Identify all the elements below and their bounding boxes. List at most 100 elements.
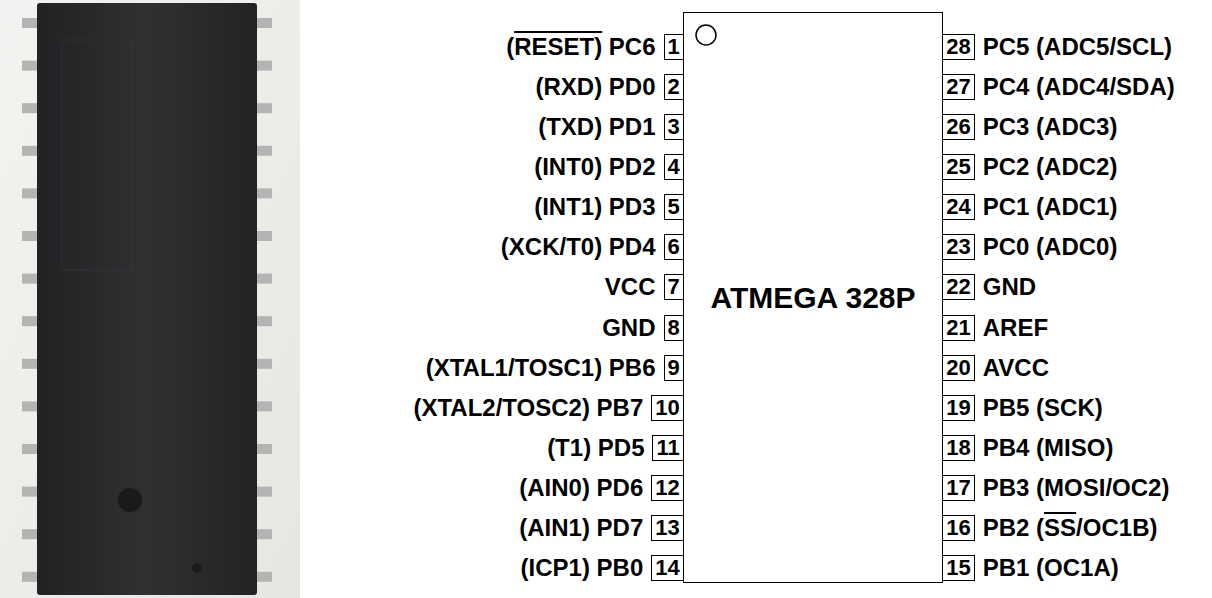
pin-number-box: 12: [651, 475, 683, 501]
pin-number-box: 8: [664, 315, 684, 341]
pin-number-box: 21: [942, 315, 974, 341]
label-part: (: [506, 33, 514, 60]
pin-number-box: 28: [942, 34, 974, 60]
pin-number-box: 22: [942, 274, 974, 300]
chip-pin: [22, 231, 39, 241]
pin-label: VCC: [605, 273, 656, 301]
pin-number-box: 20: [942, 355, 974, 381]
pin-number-box: 1: [664, 34, 684, 60]
pin-label: PC4 (ADC4/SDA): [983, 73, 1175, 101]
pin-label: (AIN1) PD7: [519, 514, 643, 542]
node-text: 4: [668, 155, 680, 179]
pin-number-box: 5: [664, 194, 684, 220]
package-dimple: [192, 563, 202, 573]
node-text: 20: [946, 356, 970, 380]
pin-number-box: 26: [942, 114, 974, 140]
node-text: 18: [946, 436, 970, 460]
chip-pin: [22, 146, 39, 156]
pin-number-box: 3: [664, 114, 684, 140]
node-text: 15: [946, 556, 970, 580]
pin-label: PC1 (ADC1): [983, 193, 1118, 221]
pin-number-box: 6: [664, 234, 684, 260]
pin-number-box: 10: [651, 395, 683, 421]
chip-pin: [255, 274, 272, 284]
node-text: 8: [668, 316, 680, 340]
chip-pin: [255, 146, 272, 156]
node-text: 10: [655, 396, 679, 420]
pin-label: (XTAL2/TOSC2) PB7: [413, 394, 643, 422]
pin-number-box: 14: [651, 555, 683, 581]
package-dimple: [118, 488, 142, 512]
pin-number-box: 7: [664, 274, 684, 300]
chip-package: [37, 3, 257, 595]
pin-number-box: 18: [942, 435, 974, 461]
chip-body: ATMEGA 328P: [683, 12, 943, 583]
node-text: 25: [946, 155, 970, 179]
pin-label: GND: [602, 314, 655, 342]
pin-label: (ICP1) PB0: [521, 554, 644, 582]
chip-pin: [22, 529, 39, 539]
chip-pin: [22, 274, 39, 284]
node-text: 27: [946, 75, 970, 99]
chip-pin: [255, 401, 272, 411]
chip-pin: [22, 103, 39, 113]
pin1-notch: [696, 25, 716, 45]
chip-pin: [22, 444, 39, 454]
chip-pin: [255, 487, 272, 497]
pin-label: PB4 (MISO): [983, 434, 1114, 462]
chip-pin: [255, 61, 272, 71]
pin-label: PC5 (ADC5/SCL): [983, 33, 1172, 61]
pin-label: AREF: [983, 314, 1048, 342]
overline-text: RESET): [514, 33, 602, 60]
pin-number-box: 27: [942, 74, 974, 100]
node-text: 23: [946, 235, 970, 259]
pin-label: PB3 (MOSI/OC2): [983, 474, 1170, 502]
node-text: 3: [668, 115, 680, 139]
pin-number-box: 17: [942, 475, 974, 501]
pin-label: (RESET) PC6: [506, 33, 655, 61]
pin-number-box: 2: [664, 74, 684, 100]
label-part: PC6: [602, 33, 655, 60]
pin-label: PC2 (ADC2): [983, 153, 1118, 181]
pin-label: (AIN0) PD6: [519, 474, 643, 502]
pin-number-box: 15: [942, 555, 974, 581]
chip-pin: [22, 487, 39, 497]
node-text: 17: [946, 476, 970, 500]
label-part: /OC1B): [1076, 514, 1157, 541]
chip-pin: [22, 572, 39, 582]
photo-ground: [0, 0, 300, 598]
node-text: 24: [946, 195, 970, 219]
chip-pin: [255, 529, 272, 539]
pin-label: (INT1) PD3: [534, 193, 655, 221]
pin-number-box: 9: [664, 355, 684, 381]
pin-label: PB1 (OC1A): [983, 554, 1119, 582]
overline-text: SS: [1044, 514, 1076, 541]
chip-pin: [255, 18, 272, 28]
node-text: 13: [655, 516, 679, 540]
node-text: 1: [668, 35, 680, 59]
node-text: 26: [946, 115, 970, 139]
pin-label: (TXD) PD1: [538, 113, 655, 141]
node-text: 22: [946, 275, 970, 299]
node-text: 7: [668, 275, 680, 299]
pin-label: PB2 (SS/OC1B): [983, 514, 1158, 542]
pin-number-box: 19: [942, 395, 974, 421]
pin-label: (XCK/T0) PD4: [501, 233, 656, 261]
pin-number-box: 4: [664, 154, 684, 180]
pin-number-box: 11: [652, 435, 683, 461]
chip-pin: [255, 444, 272, 454]
node-text: 6: [668, 235, 680, 259]
pin-number-box: 13: [651, 515, 683, 541]
chip-pin: [255, 572, 272, 582]
chip-pin: [255, 103, 272, 113]
label-part: PB2 (: [983, 514, 1044, 541]
node-text: 2: [668, 75, 680, 99]
chip-pin: [22, 188, 39, 198]
node-text: ATMEGA 328P: [710, 281, 915, 315]
pin-number-box: 23: [942, 234, 974, 260]
pin-number-box: 24: [942, 194, 974, 220]
pin-label: PC0 (ADC0): [983, 233, 1118, 261]
node-text: 16: [946, 516, 970, 540]
node-text: 14: [655, 556, 679, 580]
